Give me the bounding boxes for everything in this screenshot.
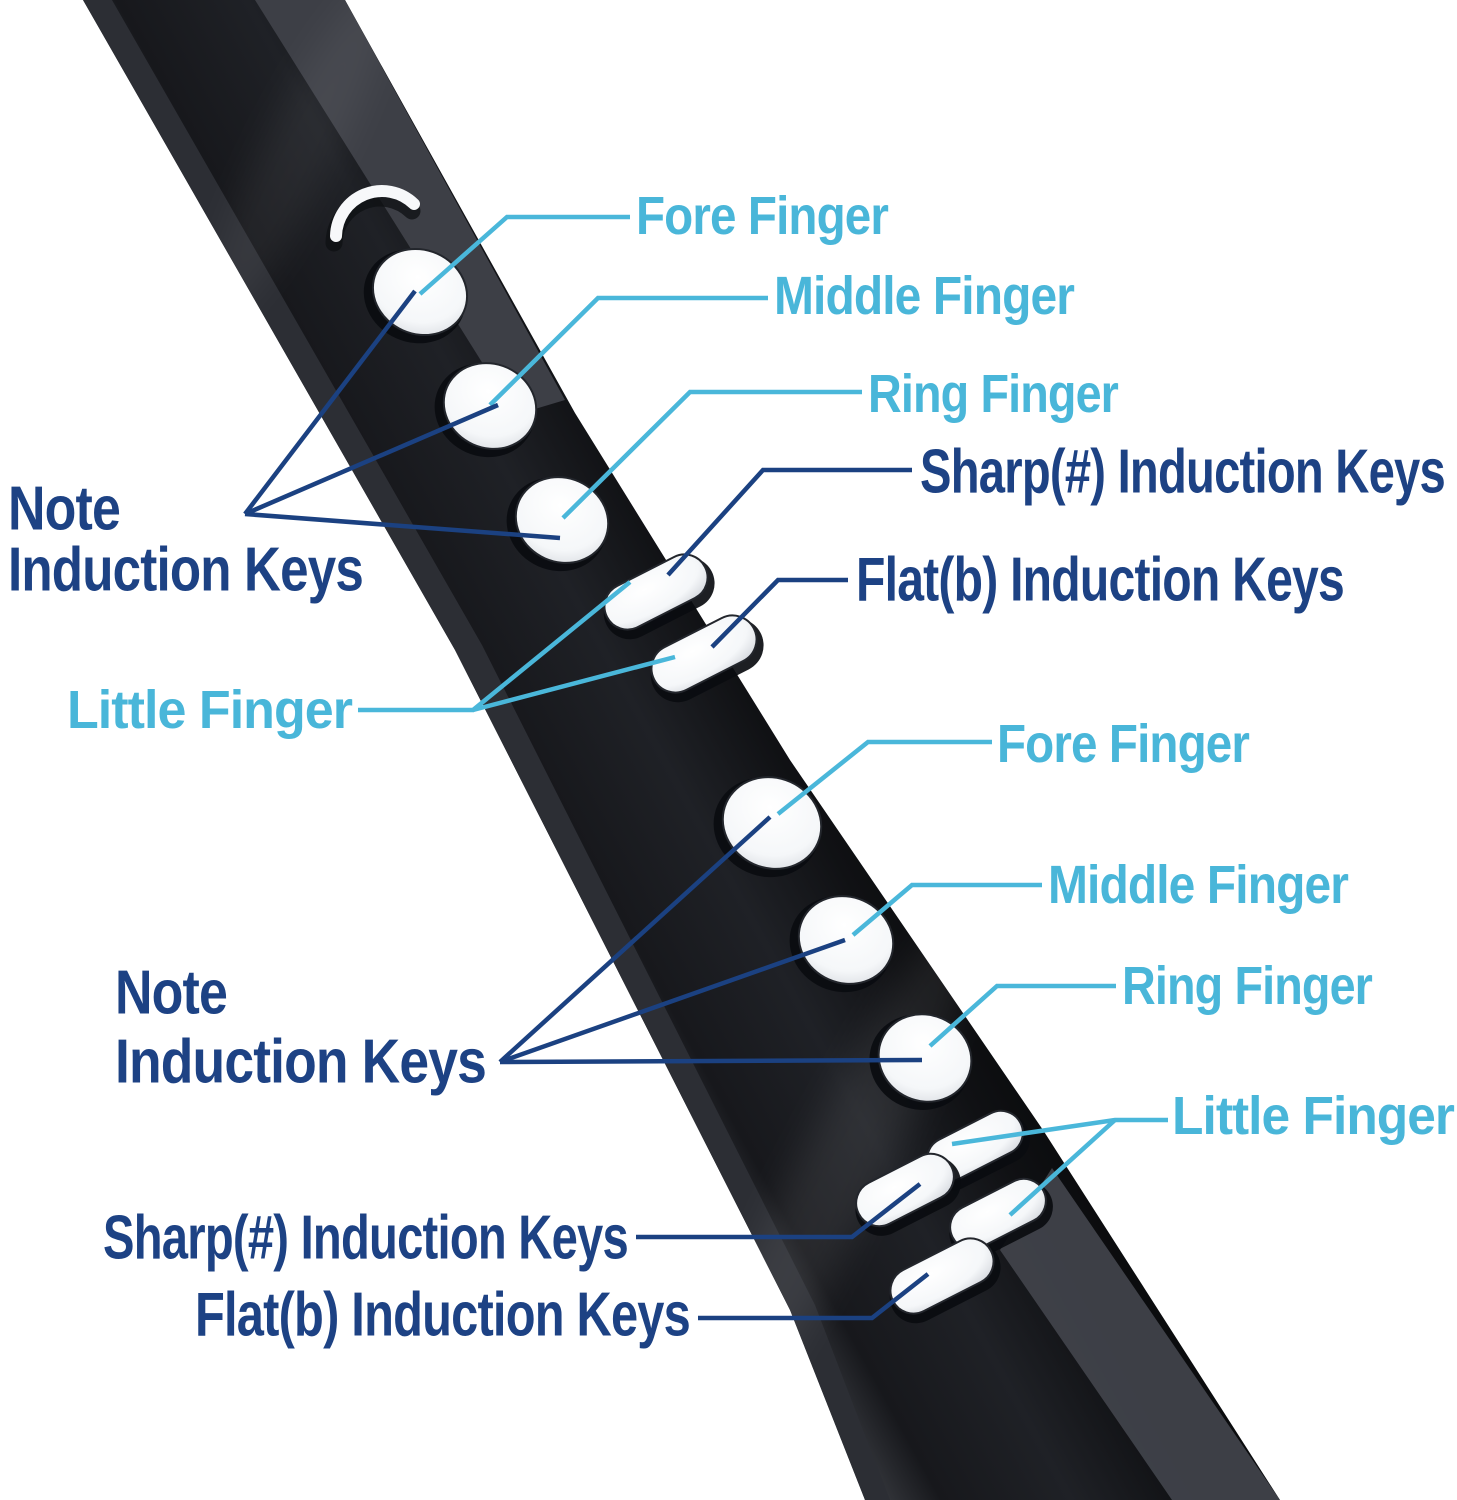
label-ring-finger-upper: Ring Finger xyxy=(868,364,1119,424)
labels: Fore Finger Middle Finger Ring Finger Sh… xyxy=(8,186,1456,1350)
thumb-key-face xyxy=(330,185,420,242)
label-note-keys-upper-line2: Induction Keys xyxy=(8,536,363,605)
callout-ring-lower xyxy=(928,983,1116,1048)
callout-sharp-lower xyxy=(636,1182,922,1240)
callout-fore-upper xyxy=(418,214,630,296)
label-middle-finger-upper: Middle Finger xyxy=(774,266,1075,326)
callout-note-upper-c xyxy=(244,511,561,541)
label-fore-finger-lower: Fore Finger xyxy=(997,714,1250,774)
callout-little-lower-b xyxy=(1008,1118,1117,1217)
label-middle-finger-lower: Middle Finger xyxy=(1048,855,1349,915)
callout-flat-lower xyxy=(698,1272,930,1321)
callout-middle-upper xyxy=(488,295,768,407)
callout-note-lower-a xyxy=(498,815,772,1064)
callout-flat-upper xyxy=(710,577,848,649)
callout-fore-lower xyxy=(776,739,992,816)
callout-sharp-upper xyxy=(666,467,912,577)
callout-note-upper-a xyxy=(243,289,417,516)
body-bell-highlight xyxy=(1000,1168,1280,1500)
note-key-ring-lower xyxy=(869,1013,973,1110)
label-little-finger-lower: Little Finger xyxy=(1172,1086,1455,1146)
callout-ring-upper xyxy=(561,389,862,520)
callout-lines xyxy=(243,214,1168,1321)
flat-induction-key-upper xyxy=(650,614,764,703)
label-fore-finger-upper: Fore Finger xyxy=(636,186,889,246)
label-flat-keys-upper: Flat(b) Induction Keys xyxy=(856,546,1344,615)
callout-note-upper-b xyxy=(244,402,499,517)
callout-note-lower-c xyxy=(499,1057,923,1065)
label-sharp-keys-upper: Sharp(#) Induction Keys xyxy=(920,438,1445,507)
callout-note-lower-b xyxy=(499,937,846,1065)
label-flat-keys-lower: Flat(b) Induction Keys xyxy=(195,1281,690,1350)
thumb-crescent-key xyxy=(325,185,421,252)
body-sheen-upper xyxy=(207,0,393,321)
label-note-keys-lower-line1: Note xyxy=(115,959,227,1028)
label-note-keys-lower-line2: Induction Keys xyxy=(115,1028,486,1097)
callout-little-upper-b xyxy=(472,654,676,713)
body-left-bevel xyxy=(83,0,890,1500)
label-ring-finger-lower: Ring Finger xyxy=(1122,956,1373,1016)
callout-middle-lower xyxy=(851,882,1042,937)
label-little-finger-upper: Little Finger xyxy=(67,680,353,740)
label-sharp-keys-lower: Sharp(#) Induction Keys xyxy=(103,1204,628,1273)
label-note-keys-upper-line1: Note xyxy=(8,475,120,544)
sharp-induction-key-upper xyxy=(603,553,715,640)
